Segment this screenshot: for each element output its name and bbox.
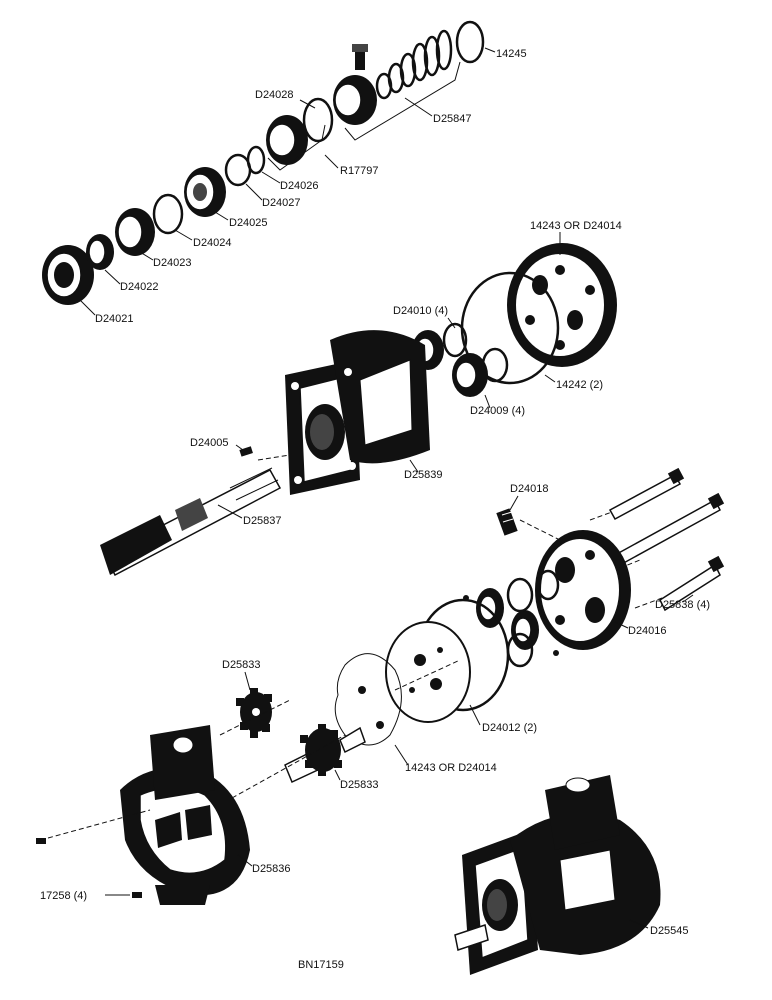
part-14245-snap-ring [455, 20, 485, 64]
label-17258: 17258 (4) [40, 890, 87, 902]
part-rear-plate-upper [507, 243, 617, 367]
shaft-axis-line [257, 454, 291, 461]
part-d25837-shaft [100, 467, 282, 577]
label-r17797: R17797 [340, 165, 379, 177]
label-d25833-lower: D25833 [340, 779, 379, 791]
label-d25838: D25838 (4) [655, 599, 710, 611]
part-d24005-key [239, 446, 253, 457]
part-d25836-gear-body [120, 725, 250, 905]
part-wear-plate [385, 621, 471, 723]
drawing-number: BN17159 [298, 959, 344, 971]
assembly-line [47, 809, 151, 839]
part-d24025-bearing [184, 167, 226, 217]
label-d24009: D24009 (4) [470, 405, 525, 417]
part-d24027-washer [224, 153, 252, 187]
label-d25837: D25837 [243, 515, 282, 527]
r17797-bracket [267, 124, 326, 171]
part-14243-gasket-lower [334, 653, 402, 746]
label-d24024: D24024 [193, 237, 232, 249]
assembly-line [231, 734, 346, 799]
label-d24026: D24026 [280, 180, 319, 192]
part-d24026-ring [246, 145, 266, 175]
label-14243-or-d24014-upper: 14243 OR D24014 [530, 220, 622, 232]
part-d25839-housing [285, 330, 430, 495]
part-17258-screws [36, 838, 142, 898]
part-d24023-retainer [115, 208, 155, 256]
part-d24028-oring [302, 97, 334, 143]
label-d24018: D24018 [510, 483, 549, 495]
label-14243-or-d24014-lower: 14243 OR D24014 [405, 762, 497, 774]
part-d24016-plate [535, 530, 631, 650]
label-d24010: D24010 (4) [393, 305, 448, 317]
part-r17797-seal [266, 115, 308, 165]
label-d24027: D24027 [262, 197, 301, 209]
label-d25839: D25839 [404, 469, 443, 481]
label-14242: 14242 (2) [556, 379, 603, 391]
label-d25836: D25836 [252, 863, 291, 875]
label-d24005: D24005 [190, 437, 229, 449]
label-d24023: D24023 [153, 257, 192, 269]
part-d24018-key [496, 508, 518, 536]
assembly-line [519, 519, 561, 541]
label-d24021: D24021 [95, 313, 134, 325]
part-d25847-seal-body [333, 44, 377, 125]
assembly-line [394, 659, 461, 691]
label-d24022: D24022 [120, 281, 159, 293]
label-14245: 14245 [496, 48, 527, 60]
part-d24009-bearings [452, 347, 509, 397]
label-d25847: D25847 [433, 113, 472, 125]
part-d25847-spring [375, 29, 453, 100]
label-d24028: D24028 [255, 89, 294, 101]
label-d24016: D24016 [628, 625, 667, 637]
dowel-pin [553, 650, 559, 656]
assembly-line [619, 559, 641, 569]
part-d25833-gear-lower [284, 724, 366, 784]
label-d24025: D24025 [229, 217, 268, 229]
assembly-line [634, 597, 663, 609]
label-d25545: D25545 [650, 925, 689, 937]
part-d25838-bolts [608, 467, 725, 612]
d25847-bracket [344, 61, 461, 141]
label-d25833-upper: D25833 [222, 659, 261, 671]
part-d24022-sleeve [86, 234, 114, 270]
leader-lines [79, 47, 694, 929]
part-d24021-nut [42, 245, 94, 305]
assembly-line [589, 511, 613, 521]
part-d24024-ring [152, 193, 184, 235]
part-d25833-gear-upper [236, 688, 272, 738]
label-d24012: D24012 (2) [482, 722, 537, 734]
assembly-line [219, 699, 291, 736]
part-d25545-assembled-pump [454, 775, 661, 975]
